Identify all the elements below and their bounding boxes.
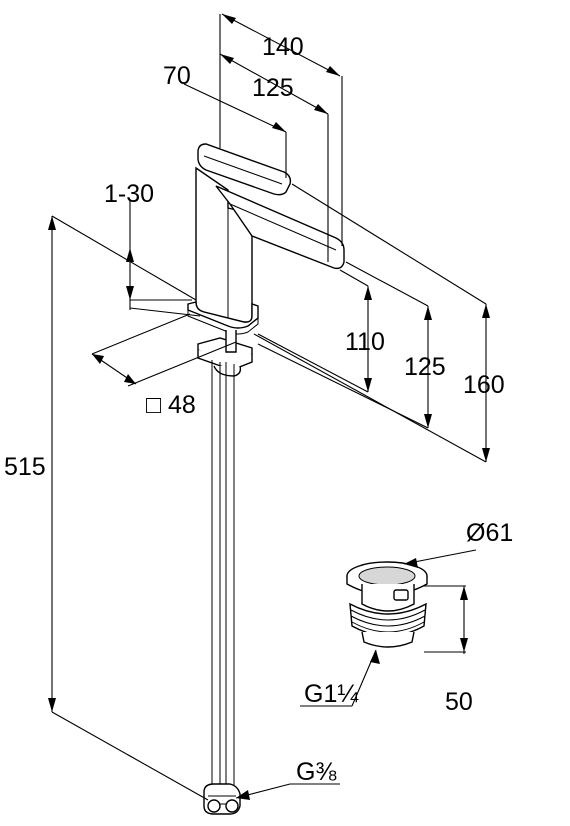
dim-hose-length: 515 <box>4 453 46 481</box>
dim-height-spout: 110 <box>345 328 385 356</box>
dim-waste-height: 50 <box>445 688 473 716</box>
dim-waste-thread: G1¼ <box>304 680 359 708</box>
dim-waste-diameter: Ø61 <box>466 519 513 547</box>
dimension-lines <box>51 13 487 801</box>
dim-height-lever: 125 <box>404 353 446 381</box>
dim-total-height: 160 <box>463 371 505 399</box>
dim-base-size: 48 <box>168 391 196 419</box>
faucet-body <box>187 143 345 377</box>
dim-overall-depth: 140 <box>262 33 304 61</box>
dim-base-symbol: □ <box>146 391 162 419</box>
dim-hose-connection: G⅜ <box>296 758 336 786</box>
dimension-arrows <box>48 14 490 800</box>
dim-spout-reach: 125 <box>252 74 294 102</box>
dim-spout-reach-short: 70 <box>163 62 191 90</box>
dim-min-thickness: 1-30 <box>104 180 154 208</box>
waste-valve <box>346 561 428 648</box>
supply-hoses <box>203 360 241 815</box>
